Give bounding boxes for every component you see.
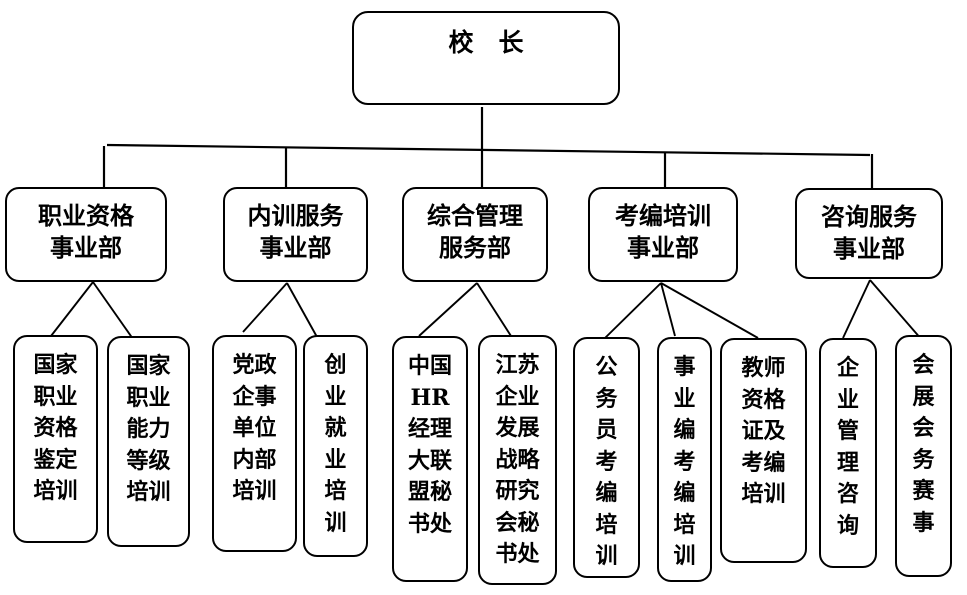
unit-box-party-gov-enterprise-internal-training: 党政 企事 单位 内部 培训: [212, 335, 297, 552]
dept-box-consulting-service: 咨询服务 事业部: [795, 188, 943, 279]
fan-line-5b: [869, 279, 923, 341]
dept-box-general-management: 综合管理 服务部: [402, 187, 548, 282]
unit-box-enterprise-management-consulting: 企 业 管 理 咨 询: [819, 338, 877, 568]
unit-box-entrepreneurship-employment-training: 创 业 就 业 培 训: [303, 335, 368, 557]
fan-line-3a: [418, 282, 478, 337]
fan-line-5a: [842, 279, 871, 339]
dept-box-internal-training: 内训服务 事业部: [223, 187, 368, 282]
main-rail-line: [106, 143, 871, 157]
unit-box-teacher-certificate-exam-training: 教师 资格 证及 考编 培训: [720, 338, 807, 563]
fan-line-2a: [242, 282, 288, 333]
fan-line-3b: [476, 282, 512, 337]
unit-box-public-institution-exam-training: 事 业 编 考 编 培 训: [657, 337, 712, 582]
fan-line-4c: [660, 282, 759, 339]
dept-box-vocational-qualification: 职业资格 事业部: [5, 187, 167, 282]
fan-line-1a: [50, 281, 94, 337]
unit-box-civil-servant-exam-training: 公 务 员 考 编 培 训: [573, 337, 640, 578]
unit-box-jiangsu-enterprise-strategy-secretariat: 江苏 企业 发展 战略 研究 会秘 书处: [478, 335, 557, 585]
unit-box-national-vocational-ability-grade-training: 国家 职业 能力 等级 培训: [107, 336, 190, 547]
fan-line-1b: [92, 281, 134, 340]
unit-box-exhibition-conference-events: 会 展 会 务 赛 事: [895, 335, 952, 577]
dept-box-exam-prep-training: 考编培训 事业部: [588, 187, 738, 282]
principal-box: 校 长: [352, 11, 620, 105]
fan-line-2b: [286, 282, 318, 338]
fan-line-4a: [604, 282, 662, 339]
fan-line-4b: [660, 282, 676, 337]
unit-box-national-vocational-qualification-training: 国家 职业 资格 鉴定 培训: [13, 335, 98, 543]
unit-box-china-hr-manager-alliance-secretariat: 中国 HR 经理 大联 盟秘 书处: [392, 336, 468, 582]
